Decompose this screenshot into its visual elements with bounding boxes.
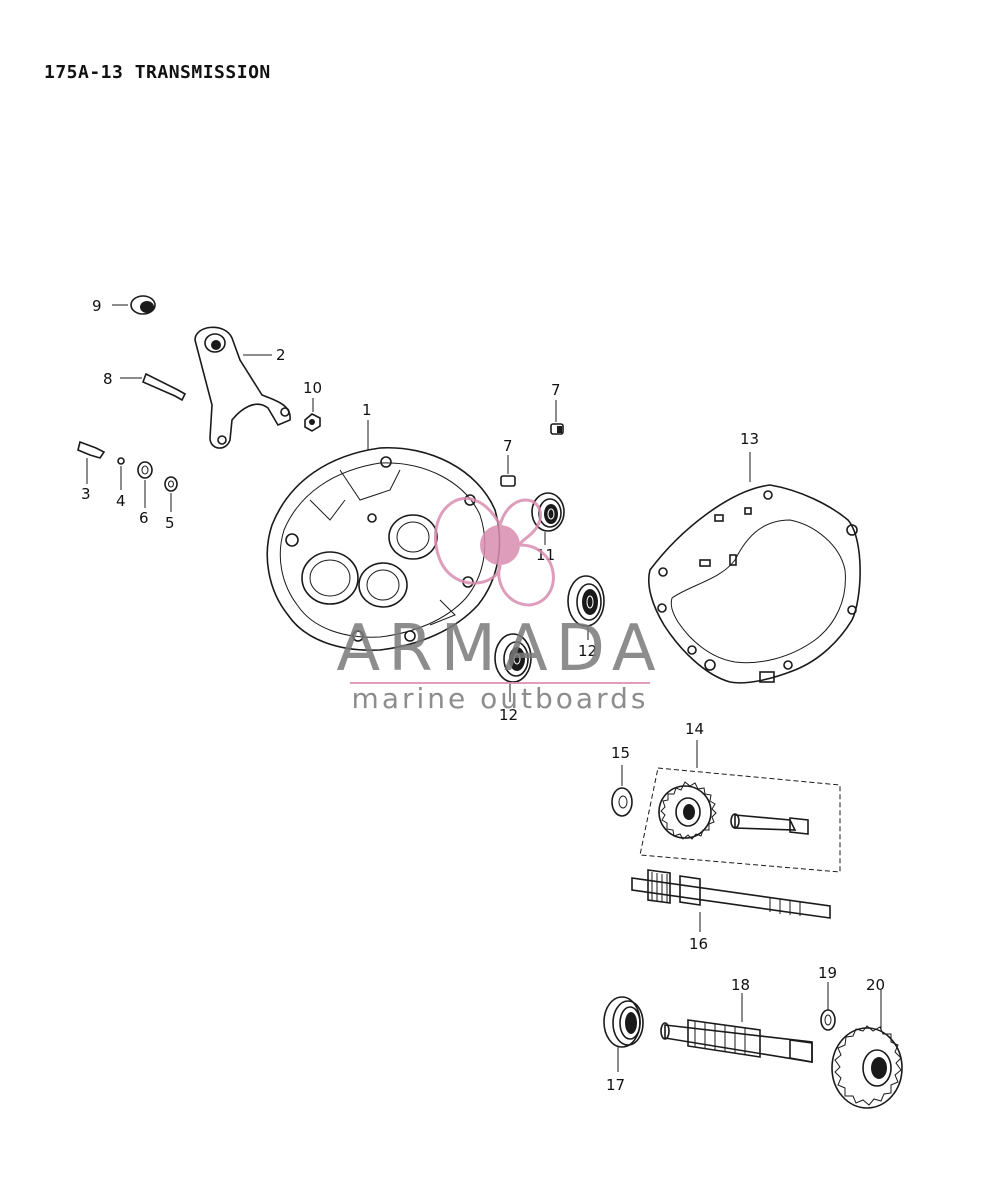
- callout-12-right: 12: [578, 642, 597, 660]
- part-14-gear-assembly: [639, 740, 841, 873]
- part-7-dowel-pin-lower: [500, 455, 516, 487]
- callout-6: 6: [139, 509, 149, 527]
- callout-12-left: 12: [499, 706, 518, 724]
- part-8-pin: [120, 372, 187, 402]
- part-17-bearing: [603, 996, 644, 1072]
- callout-17: 17: [606, 1076, 625, 1094]
- callout-2: 2: [276, 346, 286, 364]
- part-6-lock-washer: [137, 461, 153, 508]
- watermark-tagline: marine outboards: [352, 682, 649, 715]
- part-1-transmission-housing: [266, 420, 501, 651]
- part-9-bushing: [112, 295, 156, 315]
- callout-18: 18: [731, 976, 750, 994]
- watermark-brand: ARMADA: [336, 612, 663, 686]
- part-15-washer: [611, 765, 633, 817]
- part-16-shaft: [631, 869, 831, 932]
- watermark-logo-mark: [433, 497, 555, 607]
- callout-14: 14: [685, 720, 704, 738]
- part-2-shift-fork: [194, 326, 291, 449]
- callout-7-upper: 7: [551, 381, 561, 399]
- part-13-gasket: [648, 452, 861, 684]
- callout-13: 13: [740, 430, 759, 448]
- part-12-bearing-right: [567, 575, 605, 640]
- part-10-nut: [304, 398, 321, 432]
- callout-15: 15: [611, 744, 630, 762]
- callout-5: 5: [165, 514, 175, 532]
- callout-8: 8: [103, 370, 113, 388]
- callout-7-lower: 7: [503, 437, 513, 455]
- callout-10: 10: [303, 379, 322, 397]
- watermark: ARMADA marine outboards: [336, 497, 663, 715]
- part-20-gear: [831, 990, 903, 1109]
- callout-1: 1: [362, 401, 372, 419]
- callout-4: 4: [116, 492, 126, 510]
- part-19-snap-ring: [820, 982, 836, 1031]
- callout-19: 19: [818, 964, 837, 982]
- part-5-washer: [164, 476, 178, 512]
- callout-20: 20: [866, 976, 885, 994]
- callout-16: 16: [689, 935, 708, 953]
- part-3-bolt: [77, 440, 106, 484]
- diagram-title: 175A-13 TRANSMISSION: [44, 62, 271, 83]
- part-11-bearing: [531, 492, 565, 545]
- gear-teeth: [660, 781, 717, 840]
- callout-3: 3: [81, 485, 91, 503]
- part-18-shaft: [660, 993, 813, 1063]
- callout-9: 9: [92, 297, 102, 315]
- part-7-dowel-pin-upper: [550, 400, 564, 435]
- callout-labels: 9 2 8 10 1 7 7 13 3 4 6 5 11 12 12 14 15…: [81, 297, 885, 1094]
- part-4-washer: [117, 457, 125, 490]
